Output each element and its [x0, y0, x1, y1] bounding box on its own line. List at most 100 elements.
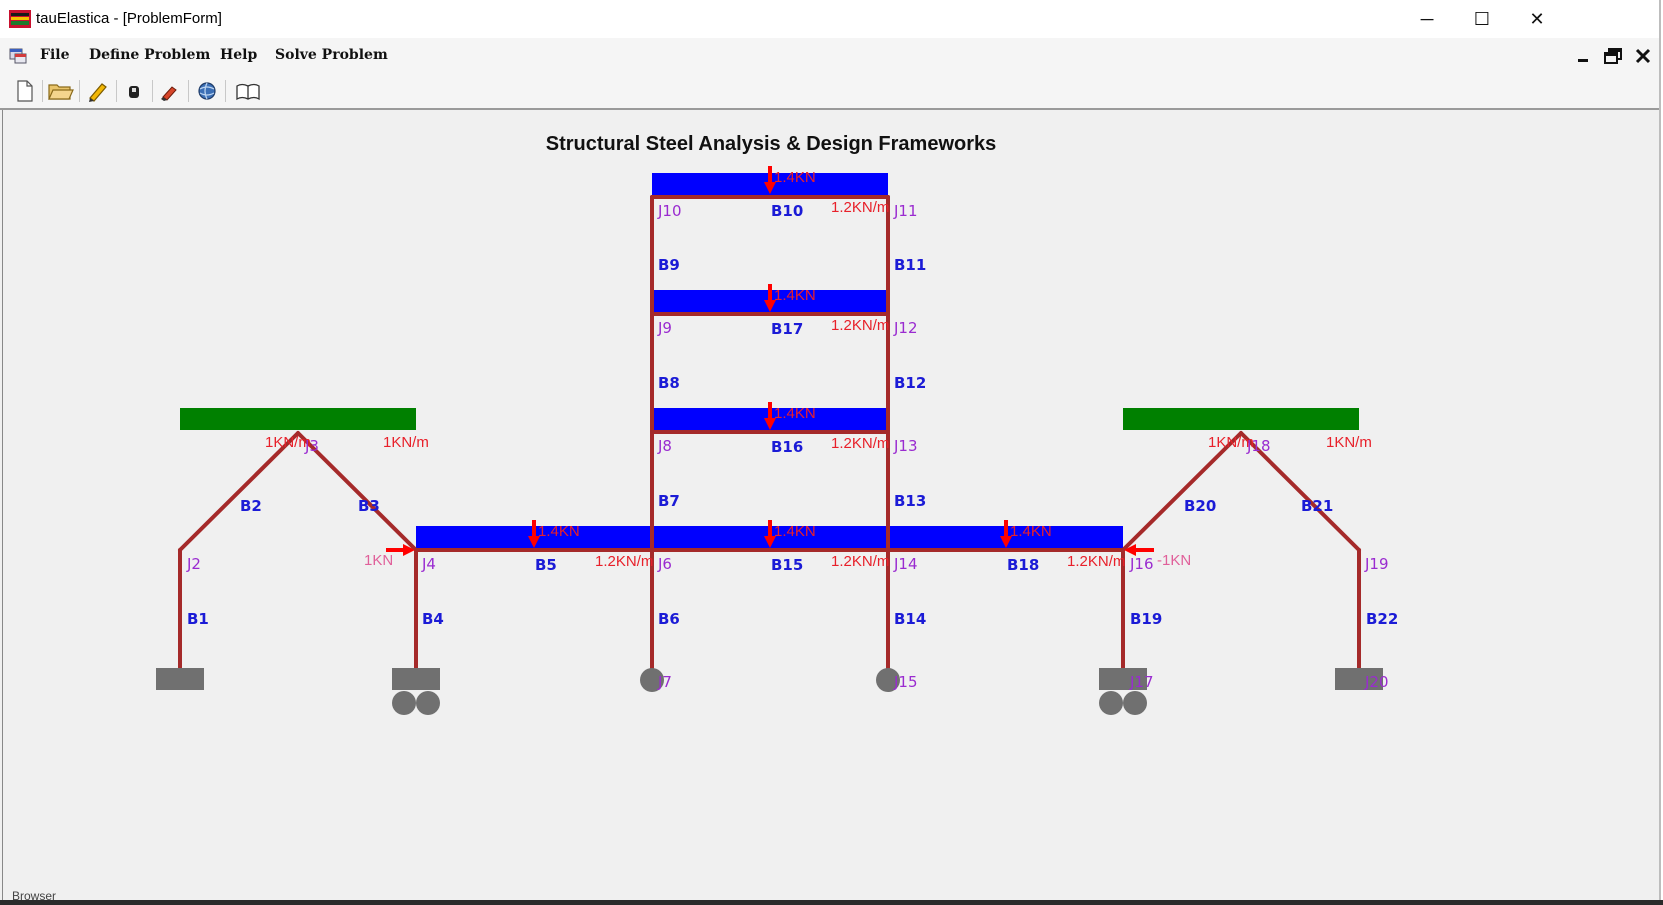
menu-file[interactable]: File — [40, 47, 70, 63]
member-label-b16: B16 — [771, 438, 803, 456]
joint-label-j8: J8 — [657, 437, 672, 455]
window-maximize-button[interactable]: ☐ — [1473, 9, 1491, 29]
distributed-load-right-roof[interactable] — [1123, 408, 1359, 430]
fix-support-icon[interactable] — [120, 78, 148, 104]
distributed-load-label: 1.2KN/m — [831, 199, 889, 216]
joint-label-j16: J16 — [1129, 555, 1154, 573]
diagram-title: Structural Steel Analysis & Design Frame… — [546, 133, 997, 155]
joint-label-j6: J6 — [657, 555, 672, 573]
joint-label-j15: J15 — [893, 673, 918, 691]
joint-label-j14: J14 — [893, 555, 918, 573]
point-load-arrow[interactable] — [528, 520, 540, 548]
joint-label-j18: J18 — [1246, 437, 1271, 455]
roof-load-label: 1KN/m — [265, 434, 311, 451]
mdi-close-icon[interactable] — [1630, 44, 1656, 68]
member-label-b20: B20 — [1184, 497, 1216, 515]
window-title: tauElastica - [ProblemForm] — [36, 10, 222, 27]
member-label-b15: B15 — [771, 556, 803, 574]
menu-define-problem[interactable]: Define Problem — [89, 47, 211, 63]
point-load-label: 1.4KN — [774, 169, 816, 186]
member-label-b10: B10 — [771, 202, 803, 220]
document-window-icon[interactable] — [9, 48, 27, 64]
joint-label-j3: J3 — [304, 437, 319, 455]
horizontal-load-arrow-right[interactable] — [1124, 544, 1154, 556]
member-label-b8: B8 — [658, 374, 680, 392]
mdi-restore-icon[interactable] — [1600, 44, 1626, 68]
point-load-arrow[interactable] — [764, 166, 776, 194]
horizontal-load-label: 1KN — [364, 552, 393, 569]
horizontal-load-arrow-left[interactable] — [386, 544, 415, 556]
member-label-b3: B3 — [358, 497, 380, 515]
distributed-load-label: 1.2KN/m — [831, 317, 889, 334]
member-label-b14: B14 — [894, 610, 926, 628]
joint-label-j9: J9 — [657, 319, 672, 337]
eraser-icon[interactable] — [155, 78, 183, 104]
joint-label-j7: J7 — [657, 673, 672, 691]
support-fixed-j1[interactable] — [156, 668, 204, 690]
joint-label-j12: J12 — [893, 319, 918, 337]
joint-label-j17: J17 — [1129, 673, 1154, 691]
distributed-load-label: 1.2KN/m — [831, 553, 889, 570]
support-pin-j15[interactable] — [876, 668, 900, 692]
joint-label-j20: J20 — [1364, 673, 1389, 691]
distributed-load-label: 1.2KN/m — [1067, 553, 1125, 570]
roof-load-label: 1KN/m — [1326, 434, 1372, 451]
member-label-b2: B2 — [240, 497, 262, 515]
member-label-b5: B5 — [535, 556, 557, 574]
app-logo-icon — [9, 10, 31, 28]
point-load-arrow[interactable] — [764, 284, 776, 312]
menu-bar: File Define Problem Help Solve Problem — [0, 38, 1659, 74]
member-label-b7: B7 — [658, 492, 680, 510]
roof-load-label: 1KN/m — [383, 434, 429, 451]
horizontal-load-label: -1KN — [1157, 552, 1191, 569]
support-roller-j17[interactable] — [1099, 668, 1147, 715]
member-label-b17: B17 — [771, 320, 803, 338]
member-label-b21: B21 — [1301, 497, 1333, 515]
point-load-label: 1.4KN — [774, 523, 816, 540]
member-label-b22: B22 — [1366, 610, 1398, 628]
distributed-load-label: 1.2KN/m — [595, 553, 653, 570]
joint-label-j19: J19 — [1364, 555, 1389, 573]
drawing-canvas[interactable]: Structural Steel Analysis & Design Frame… — [2, 110, 1658, 900]
support-fixed-j20[interactable] — [1335, 668, 1383, 690]
window-close-button[interactable]: ✕ — [1529, 9, 1545, 29]
member-label-b12: B12 — [894, 374, 926, 392]
point-load-label: 1.4KN — [774, 405, 816, 422]
help-book-icon[interactable] — [234, 78, 262, 104]
member-b21[interactable] — [1239, 431, 1361, 552]
joint-label-j11: J11 — [893, 202, 918, 220]
distributed-load-left-roof[interactable] — [180, 408, 416, 430]
point-load-arrow[interactable] — [764, 402, 776, 430]
joint-label-j10: J10 — [657, 202, 682, 220]
member-b2[interactable] — [178, 431, 300, 552]
point-load-label: 1.4KN — [1010, 523, 1052, 540]
point-load-arrow[interactable] — [1000, 520, 1012, 548]
open-folder-icon[interactable] — [46, 78, 74, 104]
point-load-label: 1.4KN — [774, 287, 816, 304]
member-b3[interactable] — [296, 431, 418, 552]
member-b20[interactable] — [1121, 431, 1243, 552]
window-minimize-button[interactable]: ─ — [1420, 9, 1434, 29]
member-label-b18: B18 — [1007, 556, 1039, 574]
member-label-b13: B13 — [894, 492, 926, 510]
mdi-minimize-icon[interactable] — [1570, 44, 1596, 68]
structure-diagram[interactable]: Structural Steel Analysis & Design Frame… — [3, 110, 1658, 900]
member-label-b4: B4 — [422, 610, 444, 628]
toolbar — [0, 74, 1659, 110]
point-load-label: 1.4KN — [538, 523, 580, 540]
joint-label-j13: J13 — [893, 437, 918, 455]
member-label-b11: B11 — [894, 256, 926, 274]
support-roller-j5[interactable] — [392, 668, 440, 715]
new-document-icon[interactable] — [10, 78, 38, 104]
member-label-b6: B6 — [658, 610, 680, 628]
point-load-arrow[interactable] — [764, 520, 776, 548]
menu-help[interactable]: Help — [220, 47, 258, 63]
status-text: Browser — [12, 889, 57, 903]
edit-pencil-icon[interactable] — [84, 78, 112, 104]
solve-globe-icon[interactable] — [193, 78, 221, 104]
taskbar-strip — [0, 900, 1663, 905]
support-pin-j7[interactable] — [640, 668, 664, 692]
menu-solve-problem[interactable]: Solve Problem — [275, 47, 388, 63]
member-label-b1: B1 — [187, 610, 209, 628]
